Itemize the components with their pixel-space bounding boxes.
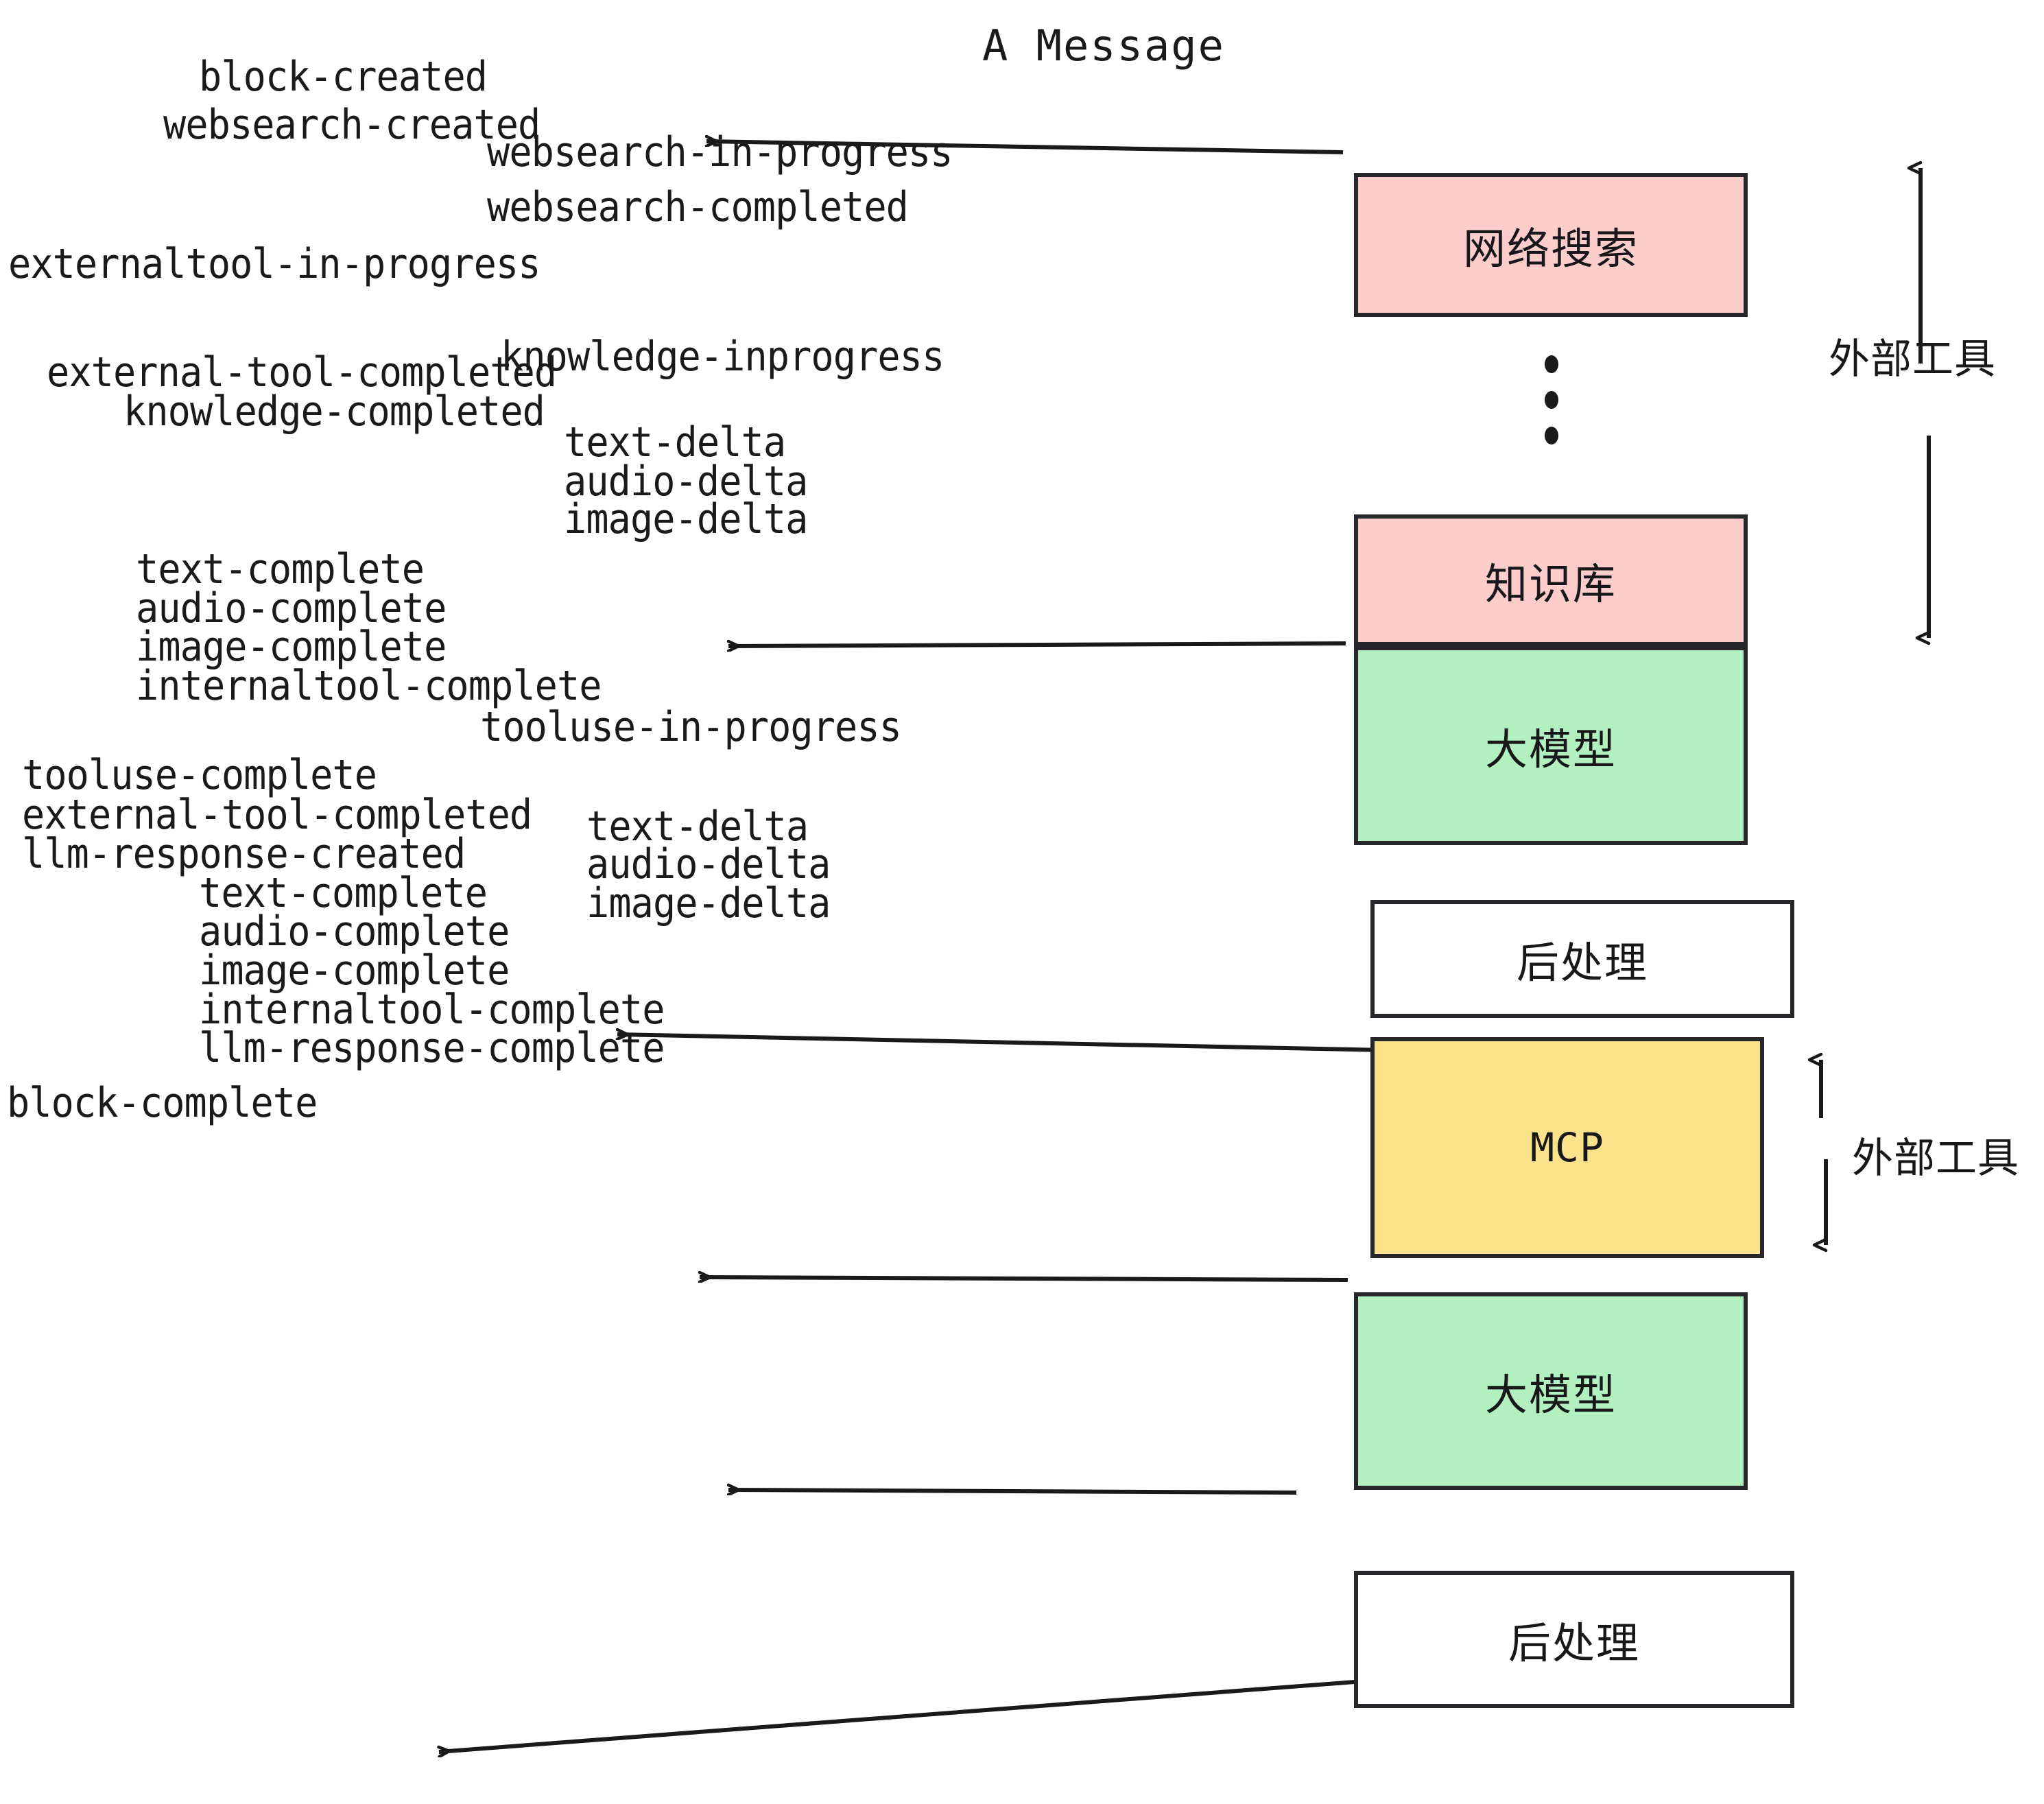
llm-box-2-label: 大模型 bbox=[1484, 1370, 1617, 1420]
event-label: text-delta bbox=[564, 418, 786, 466]
event-label: text-complete bbox=[136, 545, 425, 593]
event-label: text-delta bbox=[586, 803, 809, 851]
event-label: knowledge-inprogress bbox=[501, 333, 944, 381]
event-label: tooluse-in-progress bbox=[480, 703, 902, 751]
arrow-knowledge-to-completed bbox=[728, 643, 1346, 646]
event-label: externaltool-in-progress bbox=[8, 240, 540, 288]
websearch-box-label: 网络搜索 bbox=[1462, 224, 1639, 274]
event-label: image-delta bbox=[586, 879, 831, 927]
postprocess-box-1[interactable]: 后处理 bbox=[1370, 900, 1794, 1018]
postprocess-box-2[interactable]: 后处理 bbox=[1354, 1571, 1794, 1708]
event-label: audio-complete bbox=[199, 907, 510, 956]
event-label: block-created bbox=[199, 53, 488, 101]
arrow-postprocess-to-block-complete bbox=[439, 1680, 1355, 1752]
knowledge-box-label: 知识库 bbox=[1484, 559, 1617, 609]
vertical-ellipsis bbox=[1545, 346, 1558, 453]
external-tools-label-1: 外部工具 bbox=[1829, 335, 1996, 383]
event-label: audio-delta bbox=[586, 840, 831, 888]
event-label: external-tool-completed bbox=[47, 348, 557, 396]
mcp-box[interactable]: MCP bbox=[1370, 1037, 1764, 1258]
postprocess-box-2-label: 后处理 bbox=[1508, 1618, 1640, 1668]
event-label: internaltool-complete bbox=[199, 986, 665, 1034]
llm-box-1-label: 大模型 bbox=[1484, 724, 1617, 774]
llm-box-2[interactable]: 大模型 bbox=[1354, 1292, 1748, 1490]
event-label: text-complete bbox=[199, 869, 488, 917]
event-label: websearch-created bbox=[163, 101, 540, 149]
event-label: websearch-in-progress bbox=[487, 128, 953, 176]
external-tools-label-2: 外部工具 bbox=[1852, 1135, 2019, 1183]
event-label: tooluse-complete bbox=[22, 751, 377, 799]
event-label: llm-response-created bbox=[22, 830, 466, 878]
llm-box-1[interactable]: 大模型 bbox=[1354, 646, 1748, 845]
postprocess-box-1-label: 后处理 bbox=[1516, 938, 1648, 988]
event-label: internaltool-complete bbox=[136, 662, 602, 710]
event-label: llm-response-complete bbox=[199, 1024, 665, 1072]
event-label: external-tool-completed bbox=[22, 791, 532, 839]
event-label: image-complete bbox=[136, 623, 447, 671]
arrow-llm-to-audio-complete bbox=[728, 1490, 1297, 1493]
event-label: knowledge-completed bbox=[123, 388, 545, 436]
websearch-box[interactable]: 网络搜索 bbox=[1354, 173, 1748, 317]
event-label: block-complete bbox=[7, 1079, 318, 1127]
knowledge-box[interactable]: 知识库 bbox=[1354, 514, 1748, 646]
event-label: image-complete bbox=[199, 947, 510, 995]
event-label: image-delta bbox=[564, 495, 808, 543]
arrow-mcp-to-tooluse-complete bbox=[700, 1277, 1348, 1280]
arrow-postprocess-to-image-complete bbox=[617, 1034, 1386, 1052]
page-title: A Message bbox=[982, 21, 1225, 71]
mcp-box-label: MCP bbox=[1530, 1124, 1604, 1171]
event-label: websearch-completed bbox=[487, 183, 909, 231]
event-label: audio-complete bbox=[136, 584, 447, 632]
event-label: audio-delta bbox=[564, 458, 808, 506]
